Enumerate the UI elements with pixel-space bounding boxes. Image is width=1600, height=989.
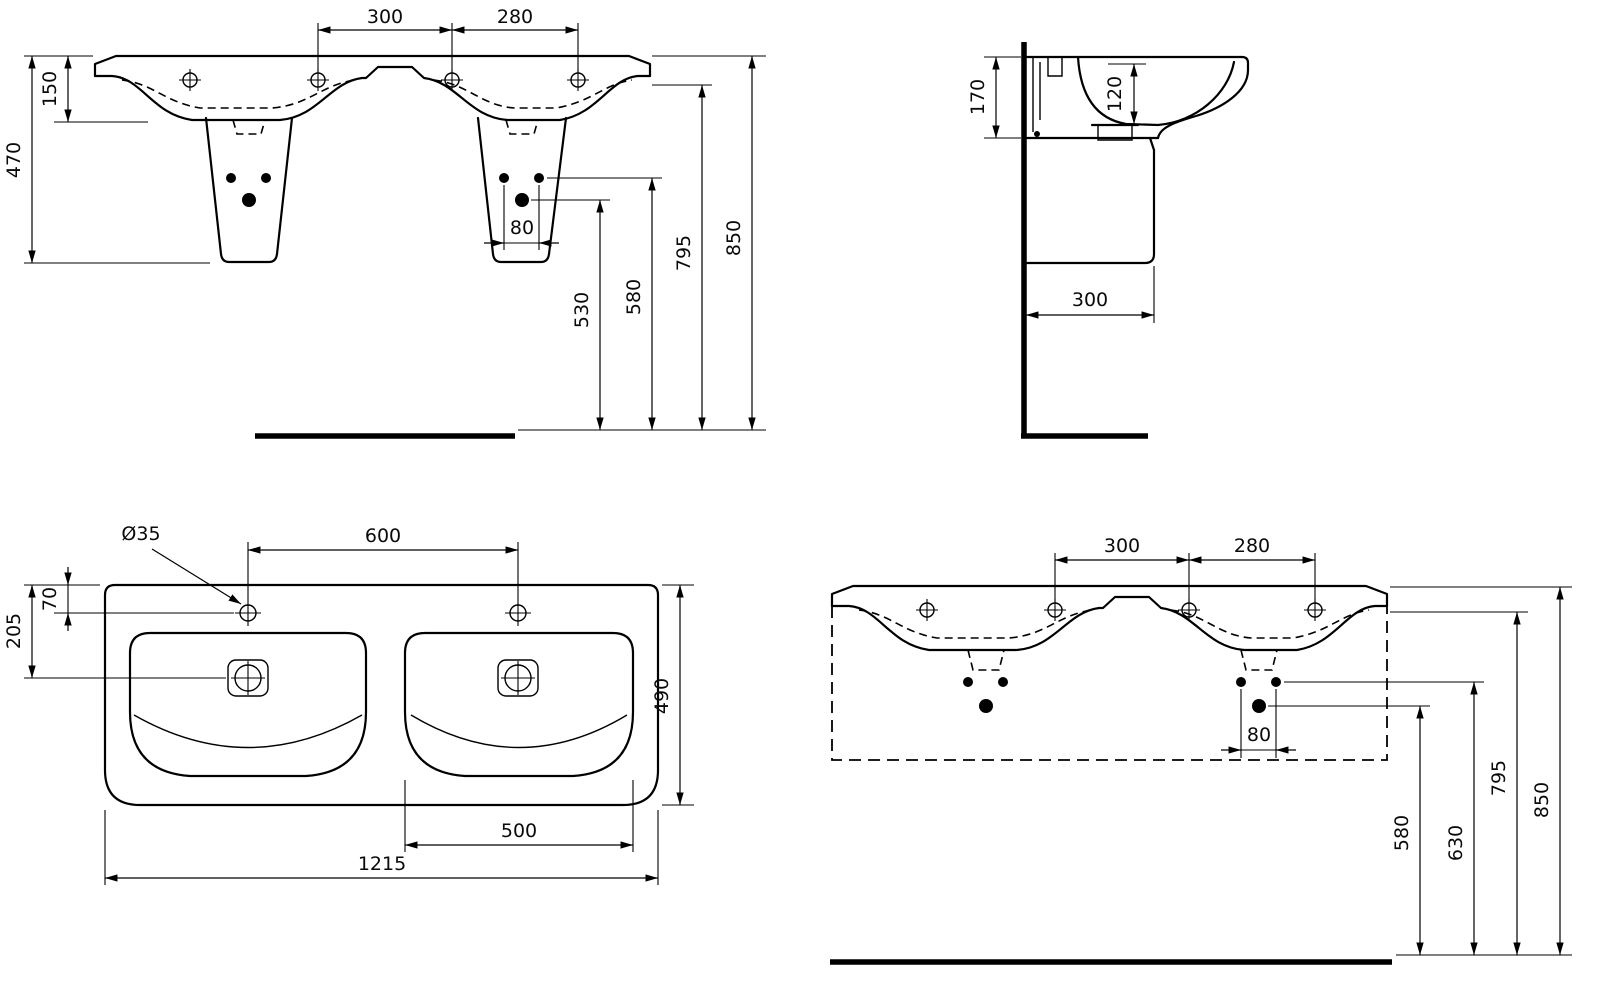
dim-wall-right: 580 630 795 850 xyxy=(1268,586,1572,955)
dim-front-top: 300 280 xyxy=(317,6,579,72)
drain-right xyxy=(497,659,539,697)
bracket-screw xyxy=(1034,131,1040,137)
fixing-hole-marker xyxy=(441,69,463,91)
dim-label-80-wall: 80 xyxy=(1247,724,1271,746)
dim-label-80: 80 xyxy=(510,217,534,239)
dim-label-490: 490 xyxy=(651,678,673,714)
dim-wall-hole-spacing: 80 xyxy=(1221,689,1296,758)
dim-label-795: 795 xyxy=(673,235,695,271)
right-trap-hidden xyxy=(1240,649,1278,671)
dim-label-600: 600 xyxy=(365,525,401,547)
dim-front-left: 150 470 xyxy=(3,55,210,264)
dim-label-170: 170 xyxy=(967,79,989,115)
wall-hung-elevation-view: 300 280 80 580 630 795 850 xyxy=(830,535,1572,965)
basin-plan-outline xyxy=(103,583,660,807)
dim-label-500: 500 xyxy=(501,820,537,842)
drain-left xyxy=(227,659,269,697)
dim-front-hole-spacing: 80 xyxy=(484,185,559,250)
dim-label-850-wall: 850 xyxy=(1531,782,1553,818)
dim-side: 170 120 300 xyxy=(967,56,1155,323)
left-fixing-dots xyxy=(963,677,1008,713)
plan-view: Ø35 600 70 205 490 500 xyxy=(3,523,694,885)
dim-label-300-side: 300 xyxy=(1072,289,1108,311)
fixing-hole-marker xyxy=(307,69,329,91)
dim-wall-top: 300 280 xyxy=(1054,535,1316,602)
dim-plan: Ø35 600 70 205 490 500 xyxy=(3,523,694,885)
dim-label-1215: 1215 xyxy=(358,853,406,875)
trap-cover-profile xyxy=(1025,136,1156,265)
dim-label-850: 850 xyxy=(723,220,745,256)
side-section-view: 170 120 300 xyxy=(967,42,1250,439)
dim-label-120: 120 xyxy=(1104,76,1126,112)
bowl-underside-outline xyxy=(93,65,652,122)
dim-label-470: 470 xyxy=(3,142,25,178)
left-pedestal xyxy=(204,116,294,264)
dim-label-795-wall: 795 xyxy=(1488,760,1510,796)
front-elevation-view: 300 280 150 470 80 xyxy=(3,6,766,439)
dim-label-580: 580 xyxy=(623,279,645,315)
tap-hole-left xyxy=(235,600,261,626)
right-bowl-hidden-line xyxy=(433,79,633,109)
right-pedestal xyxy=(476,116,568,264)
fixing-hole-marker xyxy=(567,69,589,91)
dim-label-300: 300 xyxy=(367,6,403,28)
fixing-hole-marker xyxy=(179,69,201,91)
dim-label-70: 70 xyxy=(39,587,61,611)
double-basin-front-profile xyxy=(93,54,652,122)
furniture-hidden-outline xyxy=(831,606,1388,761)
bowl-section-line xyxy=(1076,55,1236,127)
countertop-outline xyxy=(93,54,652,78)
left-bowl-hidden-line xyxy=(121,79,357,109)
tap-hole-right xyxy=(505,600,531,626)
dim-label-205: 205 xyxy=(3,613,25,649)
dim-label-580-wall: 580 xyxy=(1391,815,1413,851)
dim-front-right: 530 580 795 850 xyxy=(531,55,766,430)
dim-label-280: 280 xyxy=(497,6,533,28)
right-basin-plan xyxy=(403,631,635,778)
left-trap-hidden xyxy=(967,649,1005,671)
waste-outlet xyxy=(1097,125,1133,141)
dim-label-530: 530 xyxy=(571,292,593,328)
tap-hole-section xyxy=(1047,57,1063,77)
left-basin-plan xyxy=(128,631,368,778)
dim-label-280-wall: 280 xyxy=(1234,535,1270,557)
basin-side-profile xyxy=(1025,55,1250,265)
right-fixing-dots xyxy=(1236,677,1281,713)
dim-label-630-wall: 630 xyxy=(1445,825,1467,861)
dim-label-300-wall: 300 xyxy=(1104,535,1140,557)
dim-label-150: 150 xyxy=(39,71,61,107)
dim-label-tap-dia: Ø35 xyxy=(121,523,160,545)
